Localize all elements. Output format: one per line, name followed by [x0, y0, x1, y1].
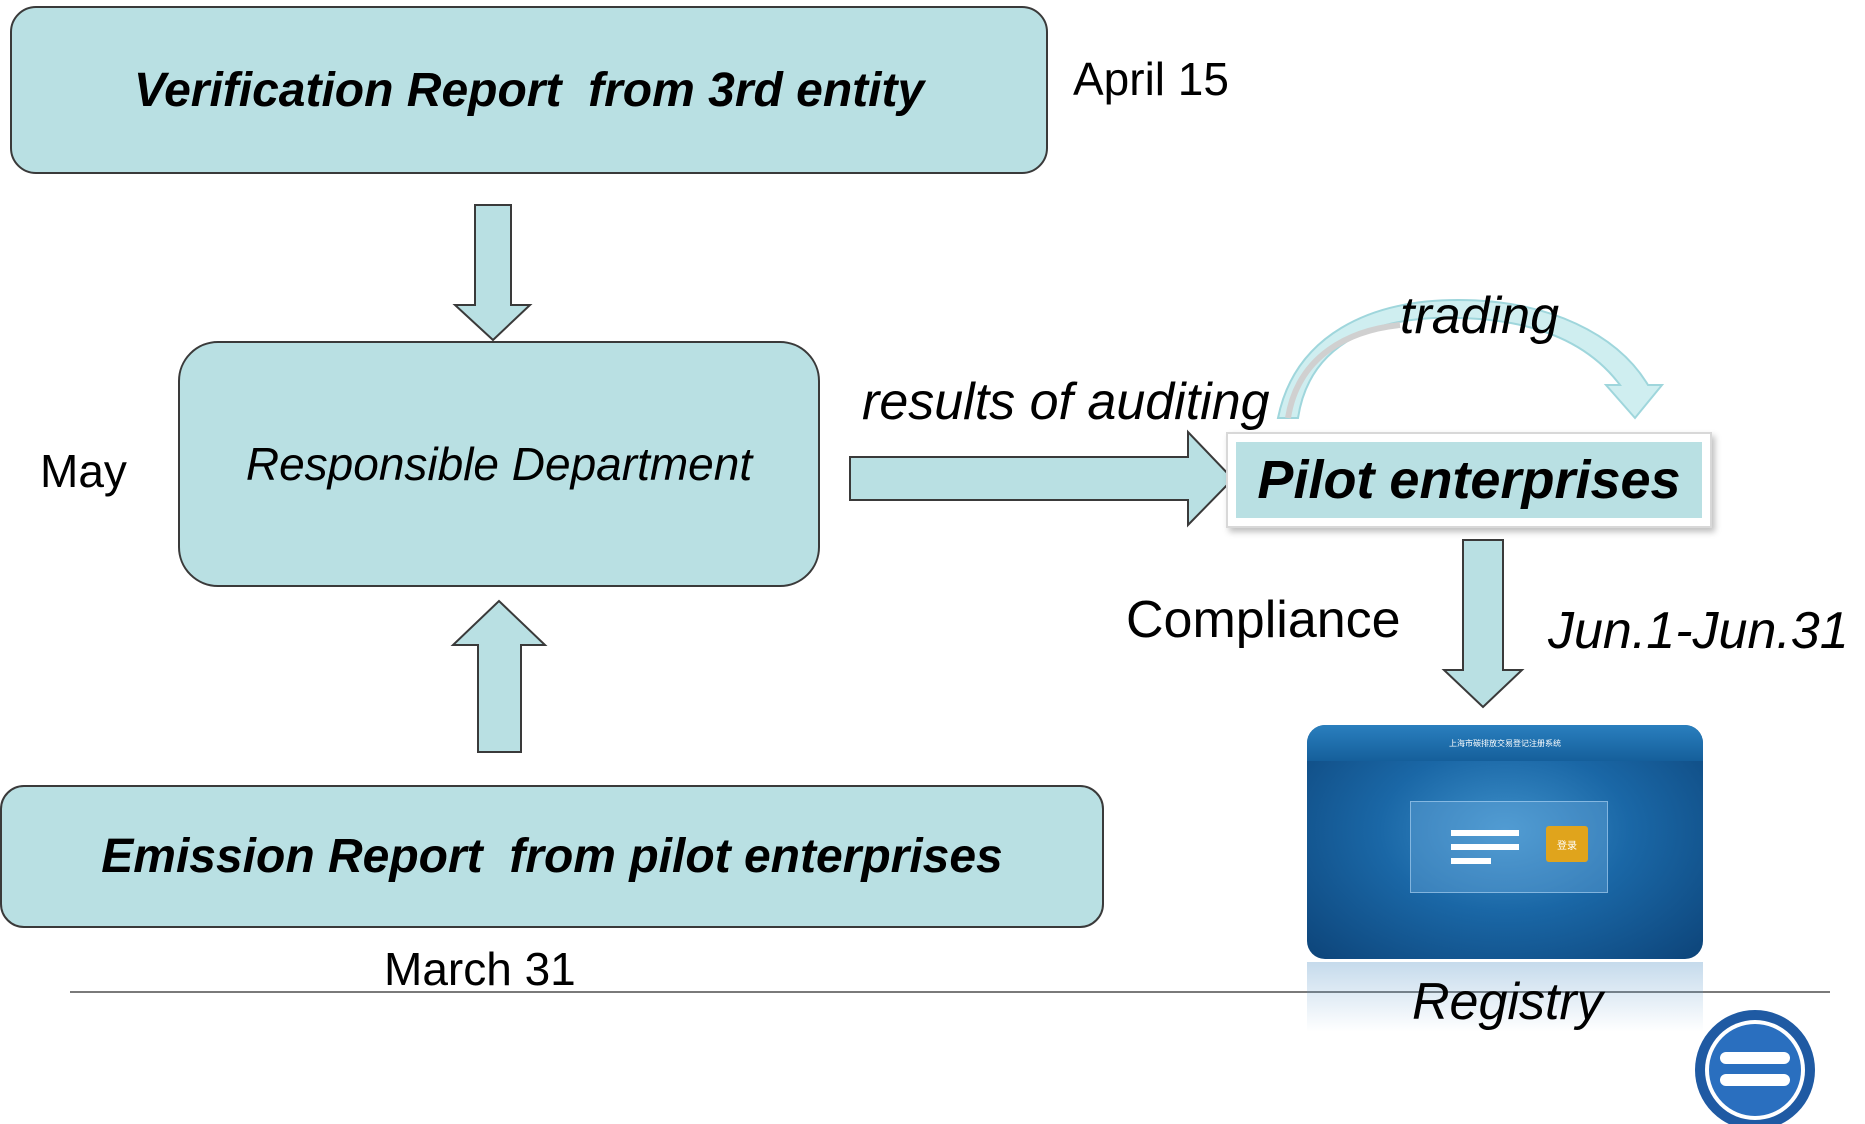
registry-login-panel: 登录 [1410, 801, 1608, 893]
emission-date: March 31 [384, 943, 576, 995]
pilot-enterprises-inner: Pilot enterprises [1236, 442, 1702, 518]
registry-screenshot: 上海市碳排放交易登记注册系统 登录 [1307, 725, 1703, 959]
registry-login-label: 登录 [1557, 840, 1577, 852]
registry-reflection [1307, 962, 1703, 1032]
arrow-right-department-to-pilot [849, 429, 1235, 528]
pilot-enterprises-title: Pilot enterprises [1257, 450, 1681, 510]
registry-screen-title: 上海市碳排放交易登记注册系统 [1449, 738, 1561, 748]
registry-login-button: 登录 [1546, 826, 1588, 862]
registry-header-bar: 上海市碳排放交易登记注册系统 [1307, 725, 1703, 761]
responsible-department-title: Responsible Department [245, 438, 753, 490]
arrow-up-emission-to-department [450, 599, 548, 753]
emission-report-box: Emission Report from pilot enterprises [0, 785, 1104, 928]
registry-password-field [1451, 844, 1519, 850]
registry-label: Registry [1412, 973, 1603, 1031]
auditing-label: results of auditing [862, 373, 1270, 431]
compliance-label: Compliance [1126, 591, 1401, 649]
department-date: May [40, 445, 127, 497]
verification-date: April 15 [1073, 53, 1229, 105]
trading-curve-shadow [1285, 322, 1401, 419]
period-label: Jun.1-Jun.31 [1548, 602, 1849, 660]
arrow-down-pilot-to-registry [1441, 539, 1525, 709]
arrow-down-verification-to-department [452, 204, 533, 342]
registry-username-field [1451, 830, 1519, 836]
exchange-logo-icon [1695, 1010, 1815, 1124]
verification-report-box: Verification Report from 3rd entity [10, 6, 1048, 174]
responsible-department-box: Responsible Department [178, 341, 820, 587]
pilot-enterprises-box: Pilot enterprises [1226, 432, 1712, 528]
verification-report-title: Verification Report from 3rd entity [133, 63, 925, 117]
trading-label: trading [1400, 287, 1559, 345]
emission-report-title: Emission Report from pilot enterprises [101, 830, 1003, 883]
registry-captcha-field [1451, 858, 1491, 864]
